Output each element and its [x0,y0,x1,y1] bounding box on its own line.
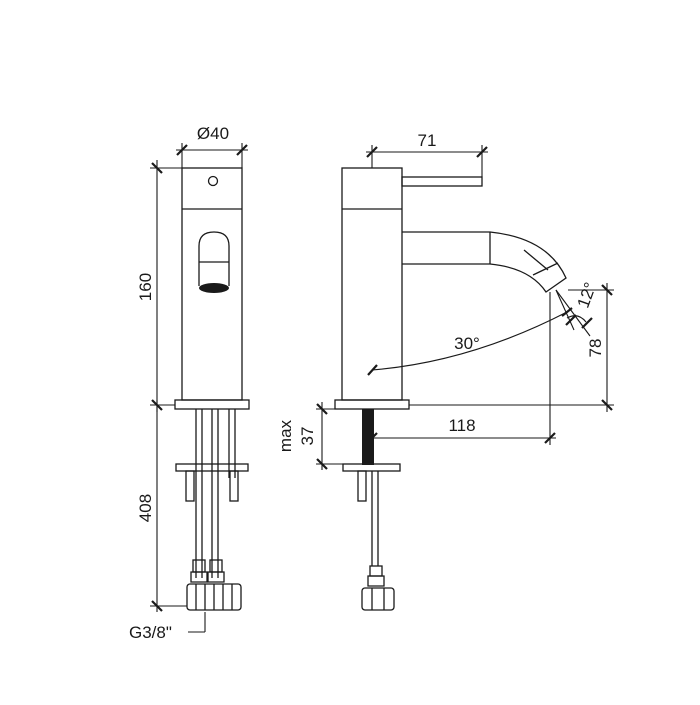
side-hose-connector [361,565,395,611]
label-swivel-angle: 30° [454,334,480,353]
dim-body-height: 160 [136,160,182,412]
lever-handle [401,176,483,187]
front-view: Ø40 160 408 G3/8" [129,124,250,642]
label-body-diameter: Ø40 [197,124,229,143]
label-connection-thread: G3/8" [129,623,172,642]
dim-swivel-angle: 30° [367,307,573,376]
dim-spout-height: 78 [409,283,614,412]
dim-lever-length: 71 [366,131,488,177]
dim-hose-length: 408 [136,400,187,612]
side-base-flange [334,399,410,410]
label-body-height: 160 [136,273,155,301]
dim-connection-thread: G3/8" [129,612,206,642]
label-hose-length: 408 [136,494,155,522]
label-spout-height: 78 [586,339,605,358]
front-base-flange [174,399,250,410]
dim-body-diameter: Ø40 [176,124,248,168]
front-mounting-plate [175,463,249,472]
threaded-shank [362,409,374,465]
front-hose-connectors [186,559,242,611]
dim-spout-angle: 12° [555,280,601,337]
front-hoses [195,409,236,578]
label-spout-angle: 12° [574,280,601,311]
lever-pivot-hole [207,175,219,187]
aerator-recess [198,231,230,286]
spout [402,231,567,293]
dim-spout-reach: 118 [366,292,556,445]
label-mount-thickness: 37 [298,427,317,446]
aerator-outlet [199,283,229,293]
side-body [341,167,403,401]
label-lever-length: 71 [418,131,437,150]
side-view: 71 30° 12° 78 [276,131,614,611]
label-max: max [276,419,295,452]
side-mounting-plate [342,463,401,472]
dim-mount-thickness: max 37 [276,402,343,470]
label-spout-reach: 118 [448,416,475,435]
